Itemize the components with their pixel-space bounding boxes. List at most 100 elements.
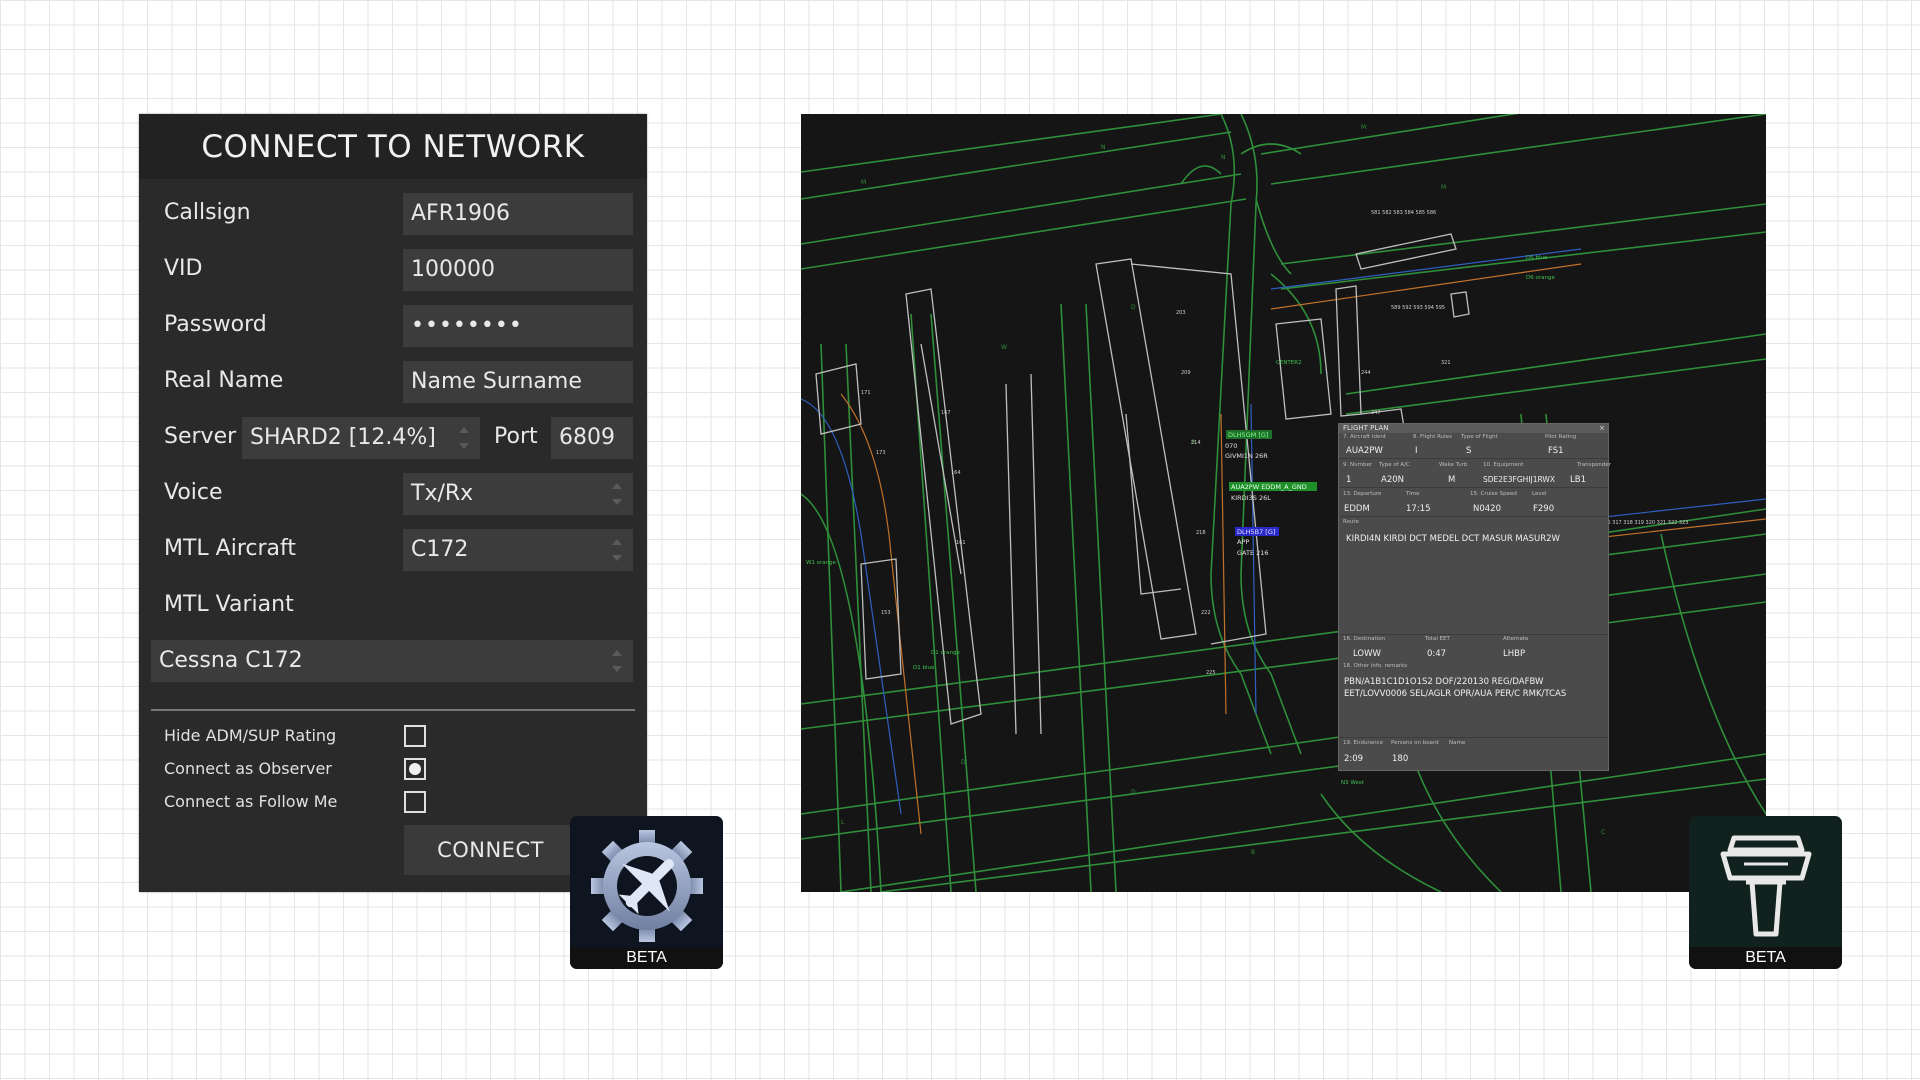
callsign-input[interactable]	[403, 193, 633, 235]
voice-select[interactable]: Tx/Rx	[403, 473, 633, 515]
server-select[interactable]: SHARD2 [12.4%]	[242, 417, 480, 459]
svg-text:589 592 593 594 595: 589 592 593 594 595	[1391, 305, 1445, 311]
voice-spinner-icon	[611, 483, 623, 505]
fp-altn[interactable]: LHBP	[1503, 649, 1526, 659]
radar-scope[interactable]: MNN MDM WBC QDD LBC 581 582 583 584 585 …	[801, 114, 1766, 892]
tag-aua2pw-sub: KIRDI3S 26L	[1231, 494, 1271, 502]
mtl-variant-select[interactable]: Cessna C172	[151, 640, 633, 682]
fp-label-route: Route	[1343, 519, 1359, 525]
svg-text:D: D	[1131, 304, 1136, 311]
svg-text:D: D	[961, 759, 966, 766]
fp-ident[interactable]: AUA2PW	[1346, 446, 1383, 456]
svg-text:173: 173	[876, 450, 886, 456]
fp-time[interactable]: 17:15	[1406, 504, 1431, 514]
fp-pob[interactable]: 180	[1392, 754, 1409, 764]
fp-label-altn: Alternate	[1503, 636, 1529, 642]
divider	[151, 709, 635, 711]
port-input[interactable]	[551, 417, 633, 459]
fp-label-level: Level	[1532, 491, 1547, 497]
fp-xpdr[interactable]: LB1	[1570, 475, 1586, 485]
port-label: Port	[494, 424, 538, 449]
follow-me-checkbox[interactable]	[404, 791, 426, 813]
control-tower-icon	[1720, 835, 1812, 937]
fp-equip[interactable]: SDE2E3FGHIJ1RWX	[1483, 475, 1555, 484]
label-d1-orange: D1 orange	[931, 650, 960, 656]
svg-text:225: 225	[1206, 670, 1216, 676]
fp-label-dest: 16. Destination	[1343, 636, 1386, 642]
fp-label-pilot: Pilot Rating	[1545, 434, 1577, 440]
label-d1-blue: D1 blue	[913, 665, 935, 671]
fp-route[interactable]: KIRDI4N KIRDI DCT MEDEL DCT MASUR MASUR2…	[1346, 534, 1560, 544]
fp-eet[interactable]: 0:47	[1427, 649, 1447, 659]
hide-rating-label: Hide ADM/SUP Rating	[164, 726, 337, 745]
label-n3-west: N3 West	[1341, 780, 1365, 786]
fp-other-line2[interactable]: EET/LOVV0006 SEL/AGLR OPR/AUA PER/C RMK/…	[1344, 689, 1567, 699]
fp-endurance[interactable]: 2:09	[1344, 754, 1364, 764]
fp-wake[interactable]: M	[1448, 475, 1456, 485]
fp-level[interactable]: F290	[1533, 504, 1555, 514]
mtl-aircraft-value: C172	[411, 537, 469, 562]
svg-text:164: 164	[951, 470, 961, 476]
tag-dlh5gm-sub: GIVMI1N 26R	[1225, 452, 1268, 460]
mtl-aircraft-select[interactable]: C172	[403, 529, 633, 571]
label-w1-orange: W1 orange	[806, 560, 837, 566]
vid-label: VID	[164, 256, 203, 281]
fp-dest[interactable]: LOWW	[1353, 649, 1381, 659]
svg-text:B: B	[1251, 849, 1255, 856]
close-icon[interactable]: ×	[1599, 424, 1605, 432]
server-spinner-icon	[458, 427, 470, 449]
password-label: Password	[164, 312, 267, 337]
flight-plan-window[interactable]: FLIGHT PLAN × 7. Aircraft Ident 8. Fligh…	[1338, 423, 1612, 771]
atc-client-badge: BETA	[1689, 816, 1842, 969]
fp-label-other: 18. Other info. remarks	[1343, 663, 1408, 669]
fp-separator	[1339, 737, 1608, 738]
tag-dlh5b7-gate: GATE 216	[1237, 549, 1269, 557]
voice-label: Voice	[164, 480, 223, 505]
atc-beta-label: BETA	[1689, 947, 1842, 969]
mtl-variant-label: MTL Variant	[164, 592, 294, 617]
observer-checkbox[interactable]	[404, 758, 426, 780]
fp-label-time: Time	[1406, 491, 1420, 497]
fp-label-type: Type of Flight	[1461, 434, 1498, 440]
fp-speed[interactable]: N0420	[1473, 504, 1501, 514]
fp-label-number: 9. Number	[1343, 462, 1373, 468]
tag-dlh5b7-sub: APP	[1237, 538, 1249, 546]
fp-separator	[1339, 634, 1608, 635]
label-d6-orange: D6 orange	[1526, 275, 1555, 281]
fp-actype[interactable]: A20N	[1381, 475, 1404, 485]
fp-label-ident: 7. Aircraft Ident	[1343, 434, 1386, 440]
hide-rating-checkbox[interactable]	[404, 725, 426, 747]
fp-type[interactable]: S	[1466, 446, 1472, 456]
fp-separator	[1339, 458, 1608, 459]
fp-rules[interactable]: I	[1415, 446, 1418, 456]
connect-panel: CONNECT TO NETWORK Callsign VID Password…	[139, 114, 647, 892]
fp-dep[interactable]: EDDM	[1344, 504, 1370, 514]
tag-num-070: 070	[1225, 442, 1237, 450]
fp-label-xpdr: Transponder	[1577, 462, 1612, 468]
password-input[interactable]: ••••••••	[403, 305, 633, 347]
svg-text:L: L	[841, 819, 845, 826]
mtl-variant-spinner-icon	[611, 650, 623, 672]
svg-text:153: 153	[881, 610, 891, 616]
tag-aua2pw: AUA2PW EDDM_A_GND	[1231, 483, 1307, 491]
svg-text:C: C	[1601, 829, 1605, 836]
fp-label-endurance: 19. Endurance	[1343, 740, 1383, 746]
fp-label-pob: Persons on board	[1391, 740, 1439, 746]
fp-number[interactable]: 1	[1346, 475, 1352, 485]
panel-title: CONNECT TO NETWORK	[139, 114, 647, 179]
fp-pilot[interactable]: FS1	[1548, 446, 1564, 456]
fp-label-dep: 13. Departure	[1343, 491, 1382, 497]
real-name-label: Real Name	[164, 368, 284, 393]
svg-text:222: 222	[1201, 610, 1211, 616]
fp-other-line1[interactable]: PBN/A1B1C1D1O1S2 DOF/220130 REG/DAFBW	[1344, 677, 1544, 687]
vid-input[interactable]	[403, 249, 633, 291]
svg-text:171: 171	[861, 390, 871, 396]
mtl-aircraft-label: MTL Aircraft	[164, 536, 296, 561]
mtl-variant-value: Cessna C172	[159, 648, 303, 673]
svg-text:D: D	[1131, 789, 1136, 796]
real-name-input[interactable]	[403, 361, 633, 403]
pilot-client-badge: BETA	[570, 816, 723, 969]
flight-plan-title: FLIGHT PLAN	[1339, 424, 1608, 433]
svg-text:M: M	[1441, 184, 1446, 191]
svg-text:M: M	[861, 179, 866, 186]
